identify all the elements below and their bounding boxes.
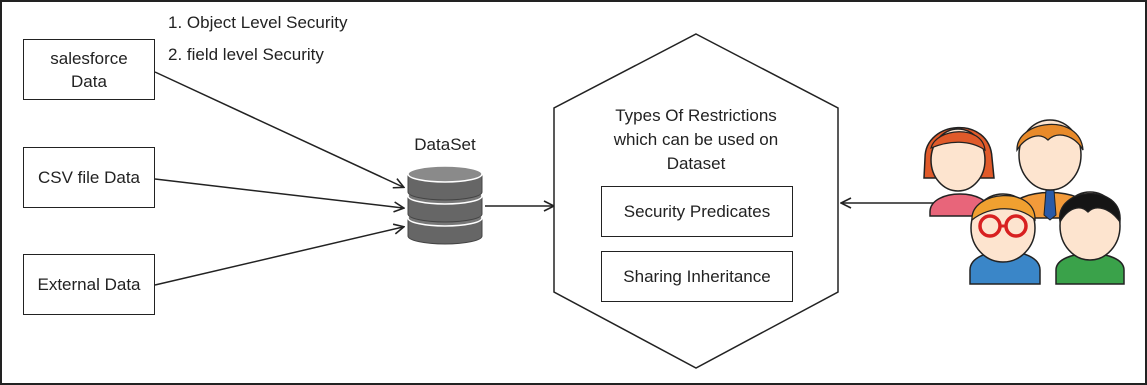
dataset-label: DataSet (414, 135, 476, 154)
database-icon (407, 165, 483, 245)
restrictions-title: Types Of Restrictions which can be used … (613, 106, 779, 173)
arrow-external-to-dataset (154, 227, 403, 286)
restriction-security-predicates-label: Security Predicates (623, 202, 771, 221)
source-salesforce-label: salesforce Data (50, 48, 128, 91)
restriction-sharing-inheritance: Sharing Inheritance (601, 251, 793, 302)
arrow-salesforce-to-dataset (154, 71, 403, 187)
user-black-hair-icon (1055, 191, 1125, 285)
security-note-field: 2. field level Security (168, 45, 324, 64)
source-csv-label: CSV file Data (37, 168, 141, 187)
source-external-data: External Data (23, 254, 155, 315)
restriction-security-predicates: Security Predicates (601, 186, 793, 237)
users-group-icon (923, 119, 1125, 285)
source-csv-file-data: CSV file Data (23, 147, 155, 208)
arrow-csv-to-dataset (154, 178, 403, 208)
restriction-sharing-inheritance-label: Sharing Inheritance (623, 267, 771, 286)
source-external-label: External Data (37, 275, 141, 294)
user-glasses-icon (969, 193, 1041, 285)
source-salesforce-data: salesforce Data (23, 39, 155, 100)
security-note-object: 1. Object Level Security (168, 13, 348, 32)
